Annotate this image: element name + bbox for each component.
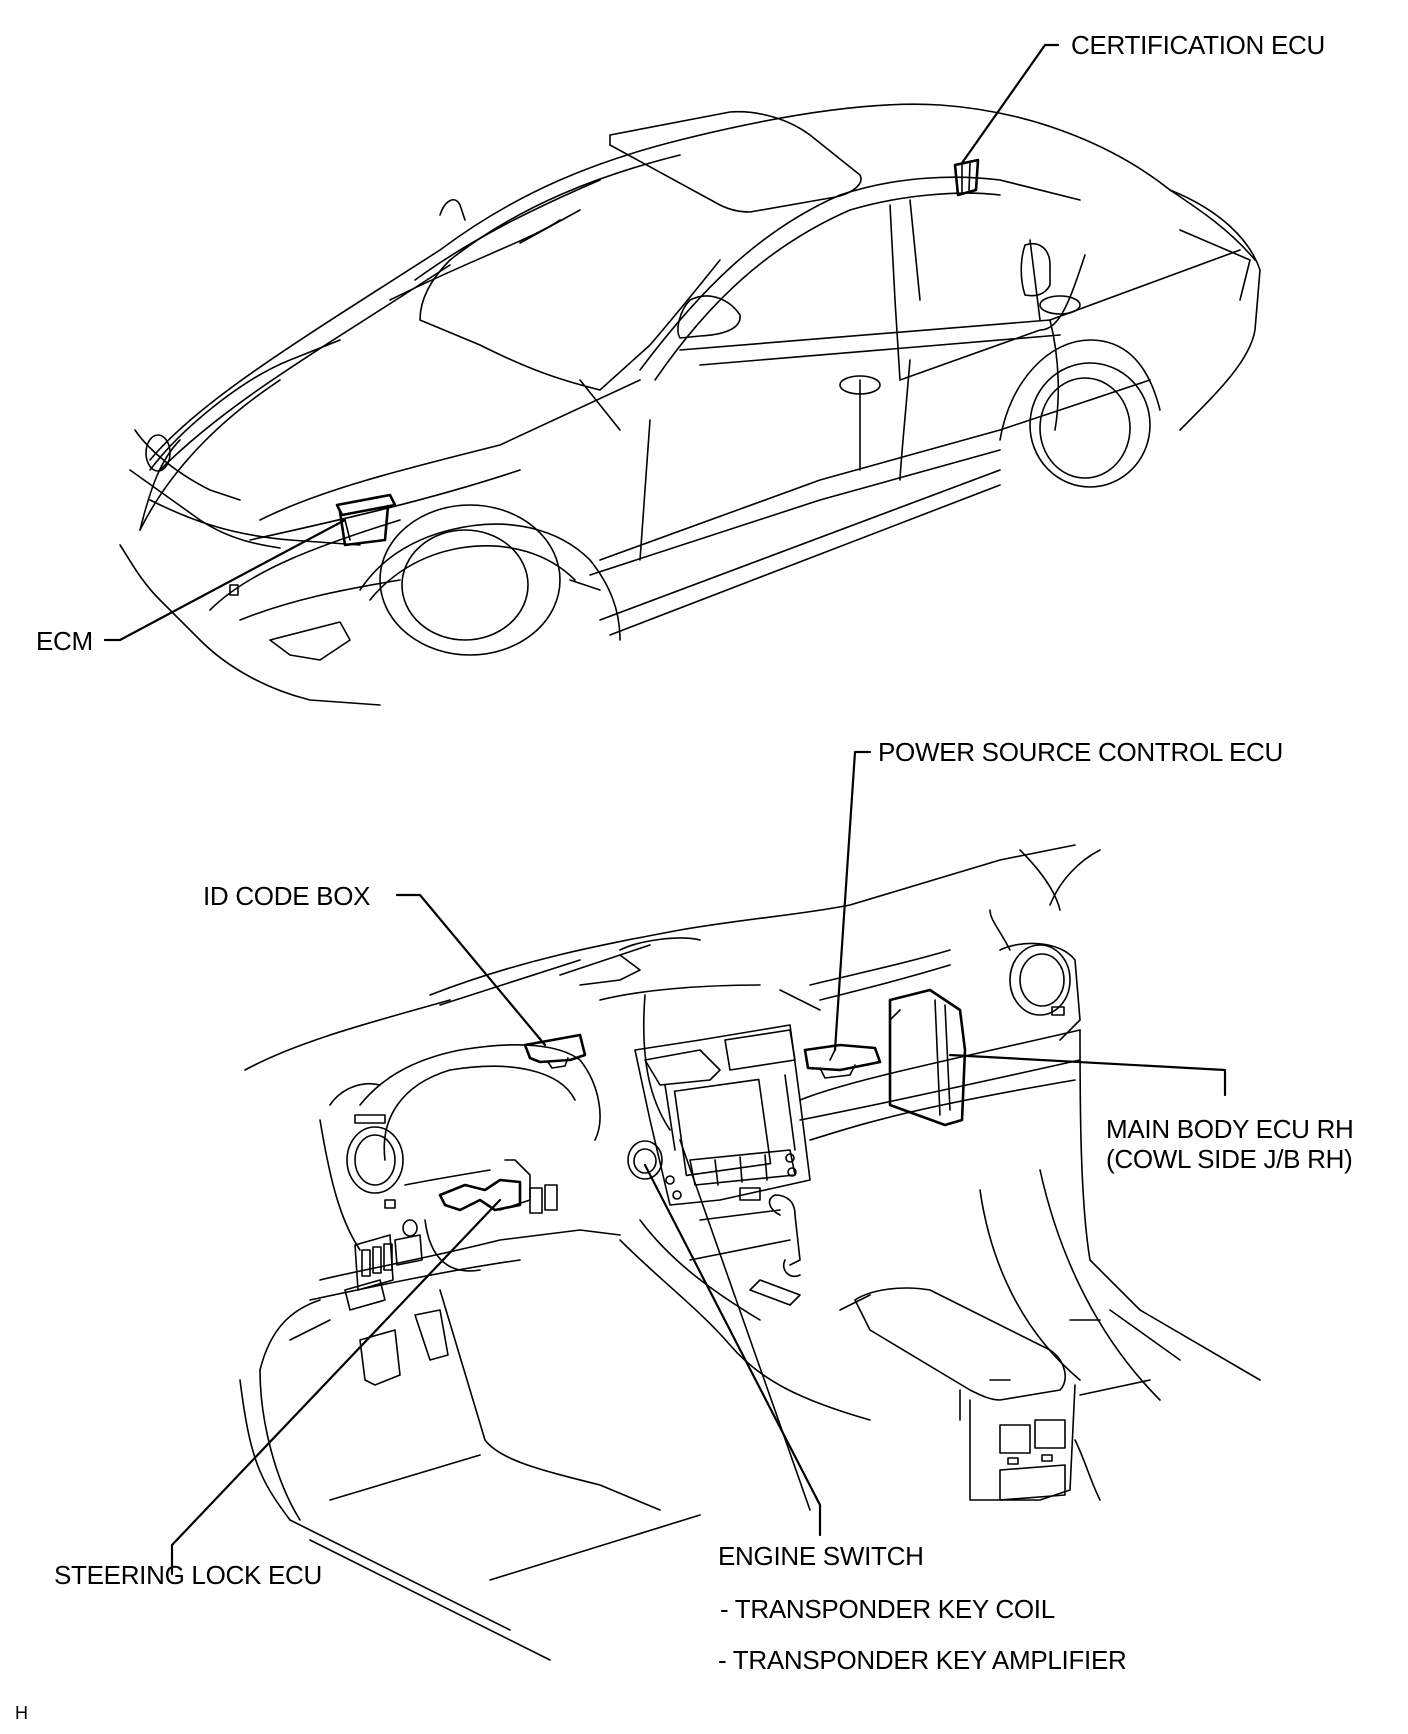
main-body-ecu-label-line2: (COWL SIDE J/B RH) xyxy=(1106,1144,1353,1174)
engine-switch-label: ENGINE SWITCH xyxy=(718,1541,924,1571)
steering-lock-ecu-label: STEERING LOCK ECU xyxy=(54,1560,322,1590)
figure-corner-mark: H xyxy=(15,1703,28,1723)
power-source-control-ecu-label: POWER SOURCE CONTROL ECU xyxy=(878,737,1283,767)
vehicle-interior-drawing xyxy=(170,750,1261,1661)
certification-ecu-label: CERTIFICATION ECU xyxy=(1071,30,1325,60)
ecm-label: ECM xyxy=(36,626,93,656)
vehicle-exterior-drawing xyxy=(103,43,1261,706)
main-body-ecu-label-line1: MAIN BODY ECU RH xyxy=(1106,1114,1354,1144)
transponder-key-amplifier-label: - TRANSPONDER KEY AMPLIFIER xyxy=(718,1645,1127,1675)
main-body-ecu-label: MAIN BODY ECU RH (COWL SIDE J/B RH) xyxy=(1106,1114,1354,1174)
id-code-box-label: ID CODE BOX xyxy=(203,881,371,911)
transponder-key-coil-label: - TRANSPONDER KEY COIL xyxy=(720,1594,1055,1624)
